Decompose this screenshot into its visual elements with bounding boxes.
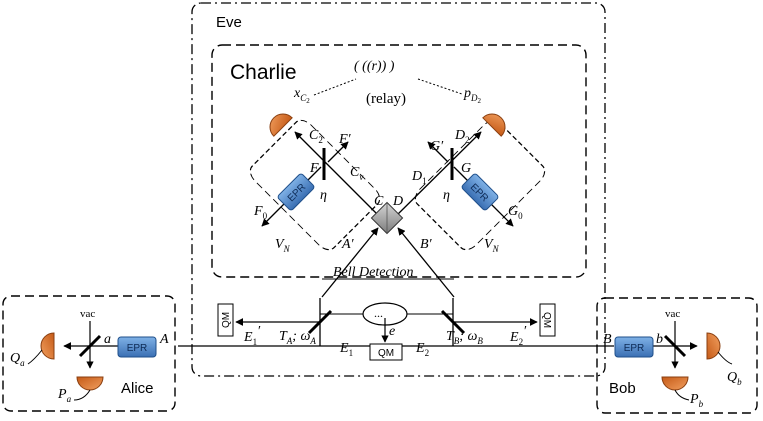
beam-d-to-d2 bbox=[394, 131, 482, 218]
relay-link-right bbox=[417, 78, 463, 95]
svg-text:EPR: EPR bbox=[127, 343, 148, 354]
label-vn-left: VN bbox=[275, 237, 291, 254]
bob-detector-pb bbox=[661, 376, 689, 391]
bob-epr-source: EPR bbox=[614, 336, 654, 358]
beam-aprime bbox=[321, 227, 379, 298]
charlie-left-module bbox=[249, 119, 381, 251]
beam-gprime bbox=[427, 141, 449, 163]
label-ta-omega: TA; ωA bbox=[279, 329, 316, 346]
label-d1: D1 bbox=[411, 169, 427, 186]
label-aprime: A′ bbox=[341, 237, 355, 252]
label-e: e bbox=[389, 324, 395, 339]
label-vn-right: VN bbox=[484, 237, 500, 254]
eve-dots: ... bbox=[374, 306, 383, 320]
label-f0: F0 bbox=[253, 204, 268, 221]
bell-detector bbox=[370, 201, 404, 235]
beam-fprime bbox=[327, 141, 349, 163]
alice-pa-wire bbox=[73, 389, 91, 401]
relay-waves: ( ((r)) ) bbox=[354, 59, 395, 74]
alice-splitter bbox=[78, 334, 102, 358]
alice-detector-pa bbox=[76, 376, 104, 391]
label-e1prime: E1′ bbox=[243, 324, 261, 347]
svg-text:QM: QM bbox=[541, 312, 552, 328]
label-d2: D2 bbox=[454, 128, 470, 145]
label-pa: Pa bbox=[57, 387, 72, 404]
label-qb: Qb bbox=[727, 370, 742, 387]
qm-right: QM bbox=[539, 303, 556, 337]
svg-text:QM: QM bbox=[378, 348, 394, 359]
alice-epr-source: EPR bbox=[117, 336, 157, 358]
label-b: b bbox=[656, 332, 663, 347]
epr-source-right: EPR bbox=[461, 173, 499, 211]
bob-label: Bob bbox=[609, 380, 636, 397]
svg-text:QM: QM bbox=[221, 312, 232, 328]
label-g: G bbox=[461, 161, 471, 176]
beam-c-to-c2 bbox=[294, 131, 381, 218]
relay-label: (relay) bbox=[366, 91, 406, 107]
x-c2-label: xC2 bbox=[293, 86, 310, 105]
label-e2prime: E2′ bbox=[509, 324, 527, 347]
epr-source-left: EPR bbox=[277, 173, 315, 211]
detector-c2 bbox=[269, 113, 293, 137]
label-c2: C2 bbox=[309, 128, 323, 145]
bell-detection-label: Bell Detection bbox=[333, 265, 413, 280]
label-eta-right: η bbox=[443, 188, 450, 203]
label-g0: G0 bbox=[508, 204, 523, 221]
p-d2-label: pD2 bbox=[463, 86, 482, 105]
charlie-label: Charlie bbox=[230, 61, 297, 84]
bob-splitter bbox=[663, 334, 687, 358]
charlie-region bbox=[211, 44, 587, 278]
alice-region bbox=[2, 295, 176, 412]
label-e2: E2 bbox=[415, 341, 429, 358]
beam-bprime bbox=[397, 227, 455, 298]
label-a: a bbox=[104, 332, 111, 347]
label-e1: E1 bbox=[339, 341, 353, 358]
alice-label: Alice bbox=[121, 380, 154, 397]
label-eta-left: η bbox=[320, 188, 327, 203]
bob-vac-label: vac bbox=[665, 308, 680, 320]
eve-label: Eve bbox=[216, 14, 242, 31]
label-d: D bbox=[392, 194, 403, 209]
label-A: A bbox=[159, 332, 169, 347]
label-qa: Qa bbox=[10, 351, 25, 368]
charlie-right-module bbox=[414, 119, 546, 251]
alice-qa-wire bbox=[27, 349, 43, 365]
label-cv: Cv bbox=[350, 165, 363, 182]
beam-f0 bbox=[261, 202, 286, 227]
svg-text:EPR: EPR bbox=[624, 343, 645, 354]
label-gprime: G′ bbox=[430, 139, 444, 154]
relay-link-left bbox=[313, 78, 357, 96]
label-tb-omega: TB; ωB bbox=[446, 329, 483, 346]
alice-vac-label: vac bbox=[80, 308, 95, 320]
bob-region bbox=[596, 297, 758, 414]
qm-left: QM bbox=[217, 303, 234, 337]
label-bprime: B′ bbox=[420, 237, 433, 252]
bob-detector-qb bbox=[706, 332, 721, 360]
bob-pb-wire bbox=[674, 389, 690, 401]
label-pb: Pb bbox=[689, 392, 704, 409]
eve-region bbox=[191, 2, 606, 377]
beam-g0 bbox=[489, 202, 514, 227]
alice-detector-qa bbox=[40, 332, 55, 360]
bob-qb-wire bbox=[717, 351, 733, 365]
label-B: B bbox=[603, 332, 612, 347]
detector-d2 bbox=[482, 113, 506, 137]
label-f: F bbox=[309, 161, 319, 176]
qm-center: QM bbox=[369, 343, 403, 361]
label-fprime: F′ bbox=[338, 132, 352, 147]
label-c: C bbox=[374, 194, 384, 209]
